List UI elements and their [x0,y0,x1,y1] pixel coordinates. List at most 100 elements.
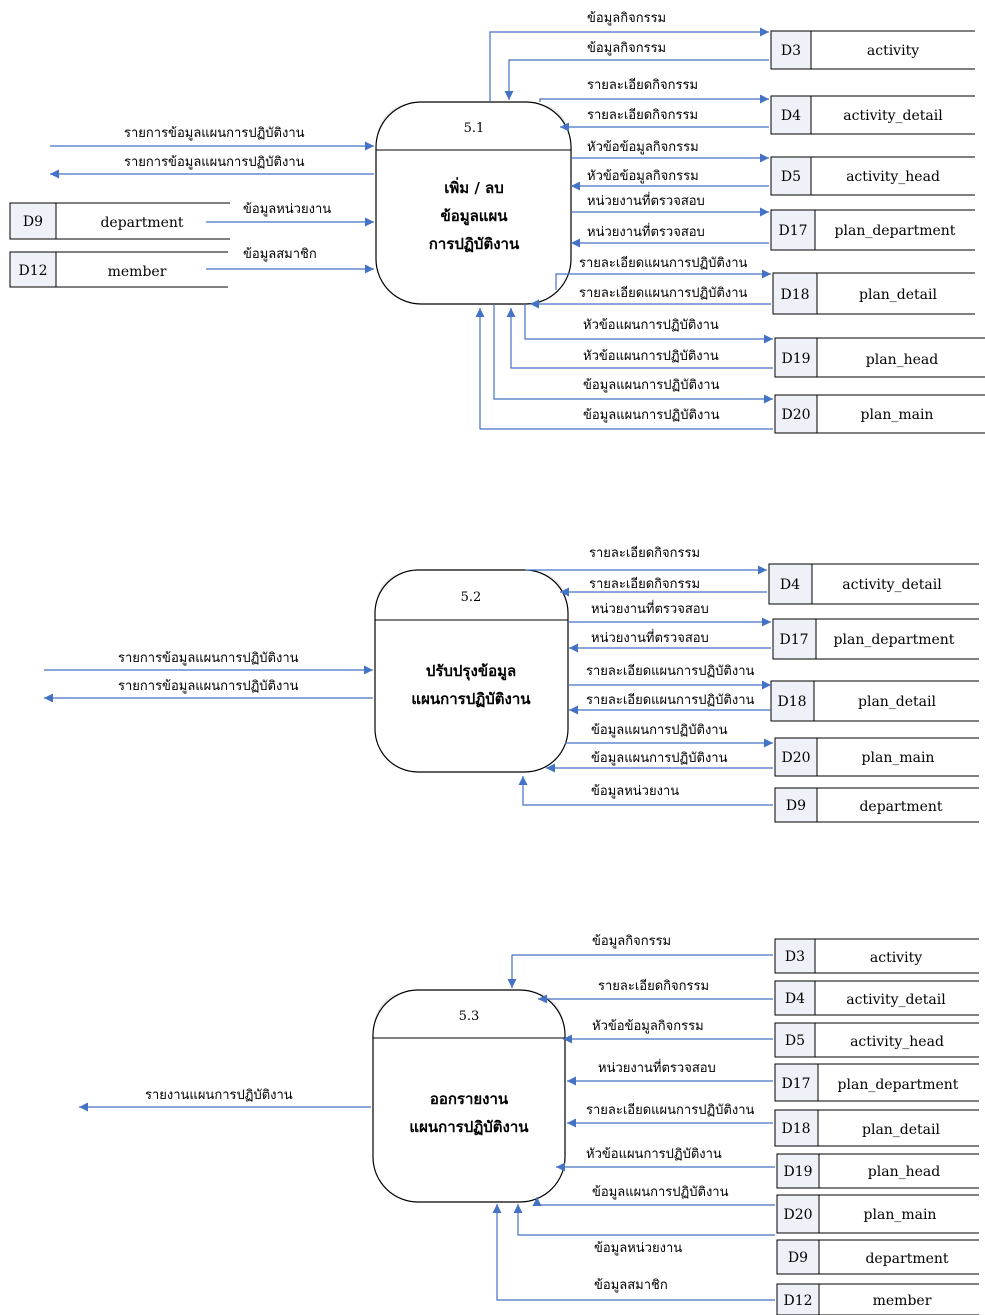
store-id: D9 [786,798,806,814]
store-id: D9 [788,1250,808,1266]
store-id: D20 [781,407,810,423]
flow-label: รายละเอียดแผนการปฏิบัติงาน [586,1102,755,1118]
data-flow-arrow [504,59,769,100]
store-id: D19 [781,351,810,367]
store-name: plan_head [868,1164,940,1180]
data-store: D12 member [9,251,228,288]
process-name-line: ข้อมูลแผน [440,207,508,226]
data-store: D4 activity_detail [770,95,975,135]
store-id: D17 [781,1076,810,1092]
data-store: D17 plan_department [772,618,979,660]
store-name: department [865,1251,948,1267]
flow-label: ข้อมูลหน่วยงาน [243,202,331,217]
flows-process-5-1 [50,27,773,430]
store-name: activity_head [850,1034,944,1050]
store-id: D5 [781,169,801,185]
flow-label: รายละเอียดแผนการปฏิบัติงาน [586,692,755,708]
store-name: activity_detail [846,992,946,1008]
store-id: D3 [785,949,805,965]
flow-label: ข้อมูลกิจกรรม [592,934,671,949]
flow-label: รายการข้อมูลแผนการปฏิบัติงาน [118,651,299,666]
flow-label: ข้อมูลแผนการปฏิบัติงาน [583,378,720,393]
store-id: D17 [778,223,807,239]
process-name-line: แผนการปฏิบัติงาน [411,690,531,708]
process-name-line: ออกรายงาน [430,1090,509,1108]
store-name: activity [867,43,919,59]
flow-label: ข้อมูลแผนการปฏิบัติงาน [592,1185,729,1200]
data-store: D9 department [9,202,230,240]
flow-label: หัวข้อข้อมูลกิจกรรม [587,169,699,184]
process-5-1: 5.1 เพิ่ม / ลบ ข้อมูลแผน การปฏิบัติงาน [375,101,572,305]
flow-label: ข้อมูลกิจกรรม [587,11,666,26]
store-id: D17 [779,632,808,648]
flow-label: รายละเอียดกิจกรรม [598,978,709,994]
data-store: D20 plan_main [774,737,979,777]
data-store: D12 member [776,1283,979,1315]
flow-label: หน่วยงานที่ตรวจสอบ [591,600,709,617]
store-id: D19 [783,1164,812,1180]
data-flow-arrow [513,1204,775,1236]
store-id: D20 [783,1207,812,1223]
data-flow-arrow [489,27,769,102]
data-flow-arrow [539,94,769,104]
flow-label: รายละเอียดกิจกรรม [587,107,698,123]
flow-label: หัวข้อแผนการปฏิบัติงาน [583,349,719,364]
data-flow-arrow [524,304,773,344]
store-name: plan_main [862,750,935,766]
data-store: D3 activity [774,938,979,974]
flow-label: หัวข้อข้อมูลกิจกรรม [592,1019,704,1034]
data-flow-arrow [555,269,771,290]
store-id: D4 [780,577,800,593]
data-store: D5 activity_head [774,1022,979,1058]
flow-label: รายละเอียดกิจกรรม [587,77,698,93]
data-flow-arrow [493,304,773,404]
flow-label: หน่วยงานที่ตรวจสอบ [587,223,705,240]
flow-label: รายละเอียดกิจกรรม [589,545,700,561]
data-store: D20 plan_main [774,394,985,434]
store-name: department [859,799,942,815]
process-id: 5.2 [461,590,482,605]
flow-label: หน่วยงานที่ตรวจสอบ [587,192,705,209]
flow-label: รายการข้อมูลแผนการปฏิบัติงาน [124,155,305,170]
store-name: activity [870,950,922,966]
flow-label: รายละเอียดแผนการปฏิบัติงาน [586,663,755,679]
data-flow-arrow [518,776,773,806]
store-name: activity_detail [842,577,942,593]
data-flow-arrow [532,1197,775,1206]
flow-label: รายละเอียดแผนการปฏิบัติงาน [579,255,748,271]
data-store: D3 activity [770,30,975,70]
store-name: member [873,1293,932,1309]
flow-labels: ข้อมูลกิจกรรม ข้อมูลกิจกรรม รายละเอียดกิ… [118,11,755,1293]
flow-label: หัวข้อแผนการปฏิบัติงาน [583,318,719,333]
store-id: D5 [785,1033,805,1049]
flow-label: รายละเอียดแผนการปฏิบัติงาน [579,285,748,301]
store-name: plan_detail [858,694,937,710]
flow-label: ข้อมูลสมาชิก [243,247,317,262]
data-store: D4 activity_detail [768,563,979,605]
process-name-line: ปรับปรุงข้อมูล [426,662,516,681]
flow-label: รายการข้อมูลแผนการปฏิบัติงาน [124,126,305,141]
store-name: plan_main [864,1207,937,1223]
flows-process-5-3 [79,954,775,1301]
flow-label: ข้อมูลหน่วยงาน [591,784,679,799]
process-name-line: เพิ่ม / ลบ [444,177,504,197]
data-store: D17 plan_department [774,1063,979,1102]
flow-label: รายการข้อมูลแผนการปฏิบัติงาน [118,679,299,694]
store-id: D3 [781,43,801,59]
flow-label: ข้อมูลแผนการปฏิบัติงาน [583,408,720,423]
store-id: D20 [781,750,810,766]
store-id: D12 [18,263,47,279]
store-name: department [100,215,183,231]
process-5-3: 5.3 ออกรายงาน แผนการปฏิบัติงาน [372,989,566,1203]
store-id: D4 [785,991,805,1007]
data-store: D19 plan_head [774,337,985,378]
store-name: plan_detail [862,1122,941,1138]
data-store: D9 department [774,787,979,823]
data-store: D9 department [776,1239,979,1275]
data-store: D18 plan_detail [774,1109,979,1147]
store-id: D18 [781,1121,810,1137]
store-name: plan_department [835,223,956,239]
flow-label: หัวข้อข้อมูลกิจกรรม [587,140,699,155]
data-store: D18 plan_detail [770,680,979,722]
